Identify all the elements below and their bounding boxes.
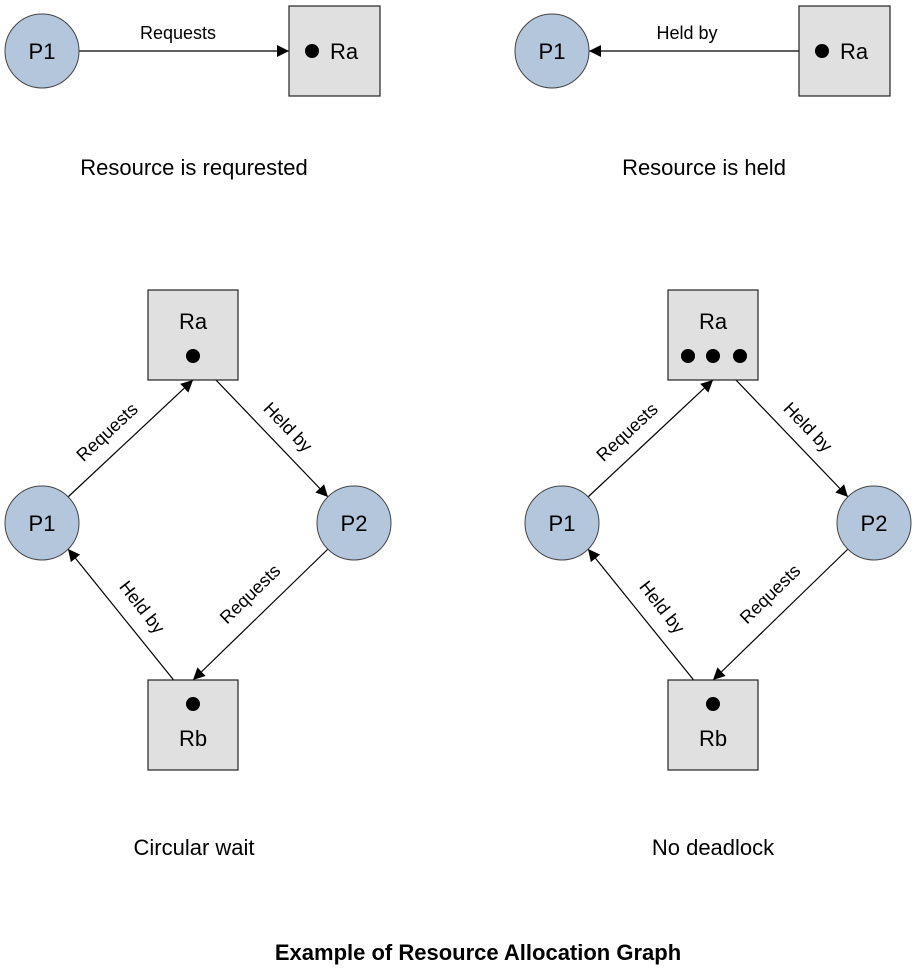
caption-resource-requested: Resource is requrested [80,155,307,180]
resource-label-rb: Rb [179,726,207,751]
resource-node-ra [288,5,381,97]
process-label-p1: P1 [29,39,56,64]
resource-instance-dot [186,349,200,363]
resource-instance-dot [706,349,720,363]
edge-label-requests: Requests [593,399,662,465]
caption-circular-wait: Circular wait [133,835,254,860]
resource-label-ra: Ra [179,309,208,334]
edge-label-held-by: Held by [260,398,317,456]
process-node-p1 [524,485,600,561]
resource-label-rb: Rb [699,726,727,751]
process-node-p2 [836,485,912,561]
edge-label-requests: Requests [140,23,216,43]
resource-instance-dot [305,44,319,58]
resource-label-ra: Ra [840,39,869,64]
resource-node-ra [667,289,759,381]
resource-instance-dot [706,697,720,711]
diagram-circular-wait: Requests Held by Requests Held by Ra Rb … [4,289,392,860]
caption-resource-held: Resource is held [622,155,786,180]
edge-label-held-by: Held by [780,398,837,456]
diagram-no-deadlock: Requests Held by Requests Held by Ra Rb … [524,289,912,860]
edge-rb-held-by-p1 [587,548,714,705]
resource-node-ra [147,289,239,381]
resource-node-rb [667,679,759,771]
process-node-p1 [4,485,80,561]
process-label-p1: P1 [539,39,566,64]
resource-label-ra: Ra [699,309,728,334]
edge-label-requests: Requests [736,560,805,627]
process-label-p1: P1 [549,511,576,536]
process-label-p1: P1 [29,511,56,536]
process-node-p1 [514,13,590,89]
edge-label-requests: Requests [73,399,142,465]
resource-node-ra [798,5,891,97]
process-label-p2: P2 [341,511,368,536]
diagram-resource-held: Held by P1 Ra Resource is held [514,5,891,180]
diagram-resource-requested: Requests P1 Ra Resource is requrested [4,5,381,180]
process-node-p2 [316,485,392,561]
edge-p1-requests-ra [587,379,714,498]
caption-no-deadlock: No deadlock [652,835,775,860]
edge-label-held-by: Held by [115,577,168,637]
resource-instance-dot [733,349,747,363]
figure-title: Example of Resource Allocation Graph [275,940,681,965]
edge-label-held-by: Held by [635,577,688,637]
resource-node-rb [147,679,239,771]
resource-label-ra: Ra [330,39,359,64]
edge-label-requests: Requests [216,560,285,627]
process-label-p2: P2 [861,511,888,536]
resource-instance-dot [186,697,200,711]
resource-instance-dot [815,44,829,58]
edge-p2-requests-rb [192,548,329,681]
resource-instance-dot [681,349,695,363]
edge-p2-requests-rb [712,548,849,681]
edge-rb-held-by-p1 [67,548,194,705]
edge-label-held-by: Held by [656,23,717,43]
process-node-p1 [4,13,80,89]
edge-p1-requests-ra [67,379,194,498]
